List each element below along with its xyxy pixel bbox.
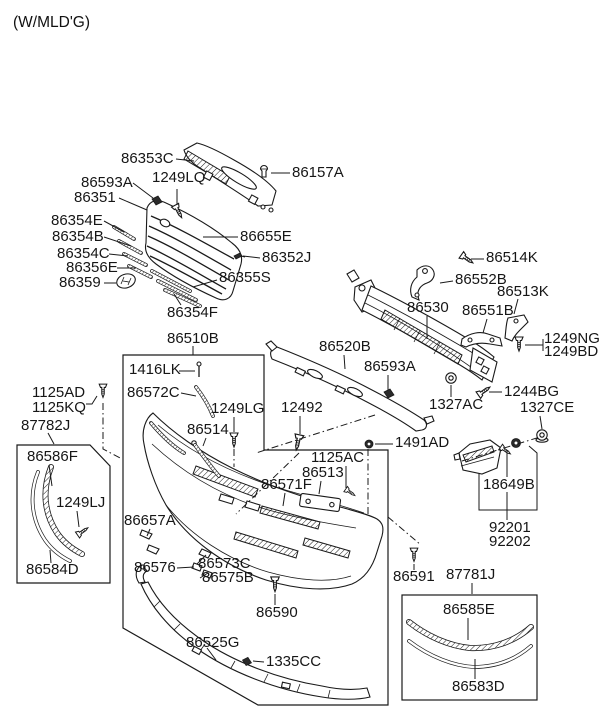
part-label-86583D: 86583D — [452, 678, 505, 695]
part-label-1244BG: 1244BG — [504, 383, 560, 400]
part-label-86657A: 86657A — [124, 512, 176, 529]
part-label-86510B: 86510B — [167, 330, 219, 347]
screw-86590 — [270, 576, 280, 593]
fog-lamp-bracket-outline — [478, 445, 538, 511]
part-label-86593A-grille: 86593A — [81, 174, 133, 191]
energy-absorber-drawing — [265, 340, 435, 432]
part-label-86551B: 86551B — [462, 302, 514, 319]
part-label-86655E: 86655E — [240, 228, 292, 245]
part-label-86586F: 86586F — [27, 448, 78, 465]
part-label-1416LK: 1416LK — [129, 361, 181, 378]
nut-1327AC — [445, 372, 457, 384]
part-label-1249LQ: 1249LQ — [152, 169, 206, 186]
part-label-87782J: 87782J — [21, 417, 71, 434]
leader-lines — [47, 158, 544, 679]
molding-strip-86572C — [194, 385, 215, 418]
bracket-86551B-drawing — [460, 332, 503, 348]
part-label-86514: 86514 — [187, 421, 229, 438]
part-label-86573C: 86573C — [198, 555, 251, 572]
part-label-86354C: 86354C — [57, 245, 110, 262]
part-label-92202: 92202 — [489, 533, 531, 550]
molding-kit-box-bottom-right — [401, 594, 538, 701]
part-label-1327CE: 1327CE — [520, 399, 575, 416]
screw-86591 — [409, 547, 419, 562]
part-label-1125AC: 1125AC — [311, 449, 365, 466]
part-label-86576: 86576 — [134, 559, 176, 576]
grille-slat-strips — [112, 225, 153, 279]
bracket-86552B-drawing — [410, 265, 435, 301]
part-label-86513K: 86513K — [497, 283, 549, 300]
part-label-86525G: 86525G — [186, 634, 240, 651]
side-molding-strips-left — [30, 464, 85, 563]
bumper-side-clips — [139, 529, 213, 579]
part-label-1327AC: 1327AC — [429, 396, 484, 413]
part-label-87781J: 87781J — [446, 566, 496, 583]
lower-lip-spoiler-drawing — [135, 564, 371, 700]
part-label-92201: 92201 — [489, 519, 531, 536]
part-label-18649B: 18649B — [483, 476, 535, 493]
part-label-86354B: 86354B — [52, 228, 104, 245]
side-molding-kit-box-left — [16, 444, 111, 584]
license-bracket-86513-drawing — [299, 492, 342, 513]
grille-upper-cover-drawing — [183, 142, 277, 213]
part-label-86575B: 86575B — [202, 569, 254, 586]
fog-lamp-bolt — [498, 443, 513, 458]
part-label-86157A: 86157A — [292, 164, 344, 181]
fog-lamp-drawing — [453, 439, 502, 475]
part-label-12492: 12492 — [281, 399, 323, 416]
part-label-86354E: 86354E — [51, 212, 103, 229]
hyundai-emblem-drawing — [116, 273, 136, 289]
part-label-86359: 86359 — [59, 274, 101, 291]
datum-dash-dot-lines — [102, 403, 541, 546]
part-label-1335CC: 1335CC — [266, 653, 322, 670]
part-label-86590: 86590 — [256, 604, 298, 621]
bumper-assembly-box — [122, 354, 389, 706]
part-label-1249BD: 1249BD — [544, 343, 599, 360]
part-label-1491AD: 1491AD — [395, 434, 450, 451]
molding-strip-86514 — [191, 440, 221, 478]
pin-1416LK — [196, 361, 202, 377]
part-label-86591: 86591 — [393, 568, 435, 585]
part-label-86352J: 86352J — [262, 249, 312, 266]
bolt-1125AC — [343, 486, 358, 499]
nut-1327CE — [535, 429, 549, 443]
part-label-1249LG: 1249LG — [211, 400, 265, 417]
part-label-86355S: 86355S — [219, 269, 271, 286]
grille-lower-slat-strips — [150, 269, 202, 308]
part-label-86353C: 86353C — [121, 150, 174, 167]
part-label-86593A-absorber: 86593A — [364, 358, 416, 375]
radiator-grille-drawing — [144, 200, 243, 301]
part-label-86572C: 86572C — [127, 384, 180, 401]
screw-1249LJ — [74, 524, 91, 539]
part-label-86351: 86351 — [74, 189, 116, 206]
front-bumper-cover-drawing — [142, 412, 384, 590]
part-label-86585E: 86585E — [443, 601, 495, 618]
part-label-86514K: 86514K — [486, 249, 538, 266]
part-label-86552B: 86552B — [455, 271, 507, 288]
bracket-86513K-drawing — [504, 314, 529, 342]
molding-strips-bottom-right — [406, 619, 534, 669]
part-label-1125AD: 1125AD — [32, 384, 86, 401]
part-label-86584D: 86584D — [26, 561, 79, 578]
screw-1249NG — [514, 336, 524, 352]
part-label-86513: 86513 — [302, 464, 344, 481]
part-label-86530: 86530 — [407, 299, 449, 316]
part-label-86354F: 86354F — [167, 304, 218, 321]
screw-1249LG — [229, 432, 239, 448]
part-label-86520B: 86520B — [319, 338, 371, 355]
bolt-86157A — [259, 164, 269, 178]
part-label-1249LJ: 1249LJ — [56, 494, 106, 511]
part-label-1249NG: 1249NG — [544, 330, 600, 347]
screw-12492 — [291, 433, 305, 452]
clip-nut-1491AD — [364, 439, 374, 449]
screw-1125AD — [98, 383, 108, 398]
diagram-variant-title: (W/MLD'G) — [13, 14, 91, 31]
part-label-1125KQ: 1125KQ — [32, 399, 86, 416]
part-label-86571F: 86571F — [261, 476, 312, 493]
part-label-86356E: 86356E — [66, 259, 118, 276]
bumper-reinforcement-drawing — [346, 269, 498, 383]
